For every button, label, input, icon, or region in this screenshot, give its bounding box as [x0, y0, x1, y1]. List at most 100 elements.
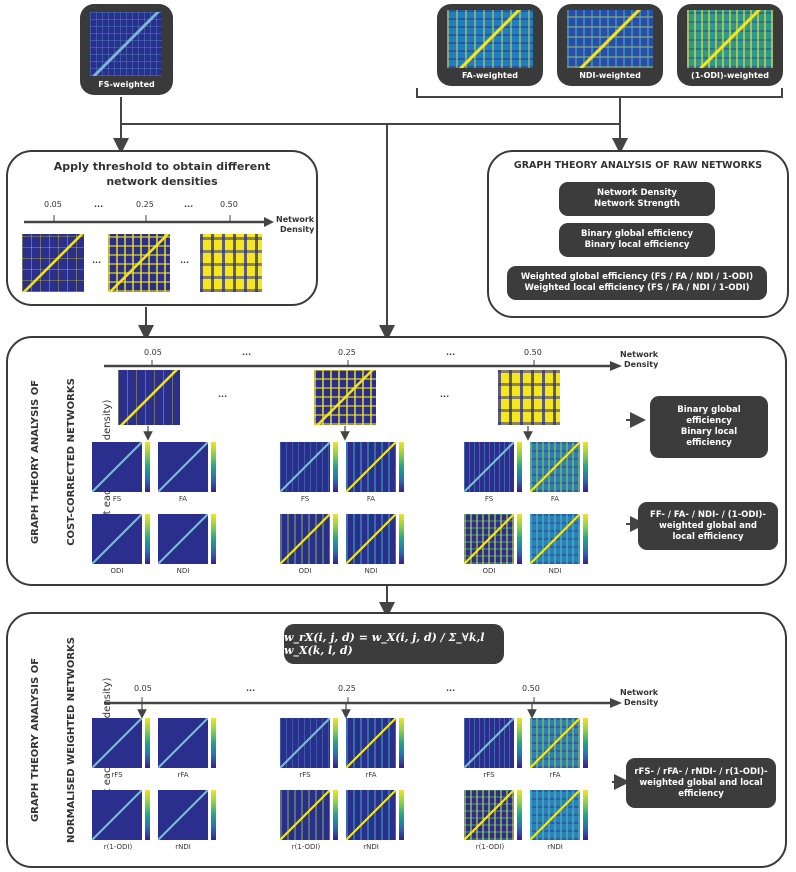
- ndi-weighted-label: NDI-weighted: [579, 71, 641, 80]
- norm-rfs-label-025: rFS: [299, 771, 311, 779]
- norm-rfs-matrix-005: [92, 718, 142, 768]
- cost-fs-matrix-025: [280, 442, 330, 492]
- norm-rndi-colorbar-005: [211, 790, 216, 840]
- cost-ndi-label-050: NDI: [548, 567, 562, 575]
- norm-tick-0: 0.05: [134, 684, 152, 693]
- threshold-title-line1: Apply threshold to obtain different: [53, 160, 271, 173]
- cost-fa-colorbar-025: [399, 442, 404, 492]
- fa-weighted-label: FA-weighted: [461, 71, 518, 80]
- norm-box-line3: efficiency: [678, 788, 724, 799]
- fs-weighted-matrix: [90, 12, 162, 76]
- normalised-panel: GRAPH THEORY ANALYSIS OF NORMALISED WEIG…: [6, 612, 787, 868]
- cost-fs-matrix-005: [92, 442, 142, 492]
- norm-rodi-matrix-025: [280, 790, 330, 840]
- cost-tick-0: 0.05: [144, 348, 162, 357]
- threshold-tick-0: 0.05: [44, 200, 62, 209]
- norm-rfa-matrix-005: [158, 718, 208, 768]
- cost-ndi-label-025: NDI: [364, 567, 378, 575]
- cost-ndi-matrix-005: [158, 514, 208, 564]
- norm-rfs-colorbar-025: [333, 718, 338, 768]
- cost-box2-line3: local efficiency: [672, 531, 744, 542]
- cost-fs-colorbar-025: [333, 442, 338, 492]
- threshold-matrix-005: [22, 234, 84, 292]
- cost-fa-colorbar-005: [211, 442, 216, 492]
- cost-odi-colorbar-050: [517, 514, 522, 564]
- norm-rodi-matrix-005: [92, 790, 142, 840]
- cost-box-binary-efficiency: Binary global efficiency Binary local ef…: [650, 396, 768, 458]
- odi-weighted-matrix: [687, 10, 773, 68]
- cost-fa-matrix-050: [530, 442, 580, 492]
- norm-rndi-matrix-025: [346, 790, 396, 840]
- cost-box1-line2: efficiency: [686, 416, 732, 426]
- threshold-tick-2: 0.50: [220, 200, 238, 209]
- cost-odi-label-050: ODI: [482, 567, 496, 575]
- norm-rfa-colorbar-005: [211, 718, 216, 768]
- threshold-title-line2: network densities: [106, 175, 218, 188]
- norm-rfa-label-050: rFA: [549, 771, 561, 779]
- cost-ndi-colorbar-025: [399, 514, 404, 564]
- cost-fa-matrix-005: [158, 442, 208, 492]
- cost-fs-colorbar-050: [517, 442, 522, 492]
- cost-dots-1: ...: [446, 348, 456, 357]
- norm-axis-label-line1: Network: [620, 688, 659, 697]
- cost-odi-colorbar-005: [145, 514, 150, 564]
- norm-rfa-colorbar-025: [399, 718, 404, 768]
- cost-odi-label-005: ODI: [110, 567, 124, 575]
- cost-ndi-matrix-025: [346, 514, 396, 564]
- norm-rndi-colorbar-050: [583, 790, 588, 840]
- norm-rodi-colorbar-050: [517, 790, 522, 840]
- norm-box-line1: rFS- / rFA- / rNDI- / r(1-ODI)-: [634, 766, 768, 777]
- cost-box2-line1: FF- / FA- / NDI- / (1-ODI)-: [650, 509, 766, 520]
- cost-threshold-matrix-005: [118, 370, 180, 425]
- fs-weighted-tile: FS-weighted: [80, 4, 173, 95]
- norm-rndi-label-050: rNDI: [547, 843, 563, 851]
- threshold-panel: Apply threshold to obtain different netw…: [6, 150, 318, 306]
- raw-box2-line2: Binary local efficiency: [584, 240, 690, 250]
- cost-odi-label-025: ODI: [298, 567, 312, 575]
- norm-rndi-matrix-050: [530, 790, 580, 840]
- cost-tick-1: 0.25: [338, 348, 356, 357]
- cost-fs-label-050: FS: [484, 495, 494, 503]
- raw-box-binary-efficiency: Binary global efficiency Binary local ef…: [559, 223, 715, 257]
- norm-box-weighted-efficiency: rFS- / rFA- / rNDI- / r(1-ODI)- weighted…: [626, 758, 776, 808]
- norm-rodi-label-025: r(1-ODI): [291, 843, 321, 851]
- norm-rfs-colorbar-005: [145, 718, 150, 768]
- norm-axis: [104, 697, 622, 708]
- norm-tick-1: 0.25: [338, 684, 356, 693]
- norm-rndi-matrix-005: [158, 790, 208, 840]
- cost-fa-label-025: FA: [366, 495, 376, 503]
- fs-weighted-label: FS-weighted: [98, 80, 155, 89]
- cost-dots-0: ...: [242, 348, 252, 357]
- odi-weighted-label: (1-ODI)-weighted: [691, 71, 769, 80]
- cost-axis: [104, 360, 622, 371]
- cost-threshold-matrix-050: [498, 370, 560, 425]
- threshold-matrix-050: [200, 234, 262, 292]
- cost-fa-label-050: FA: [550, 495, 560, 503]
- norm-rndi-colorbar-025: [399, 790, 404, 840]
- cost-tick-2: 0.50: [524, 348, 542, 357]
- cost-corrected-panel: GRAPH THEORY ANALYSIS OF COST-CORRECTED …: [6, 336, 787, 586]
- raw-networks-panel: GRAPH THEORY ANALYSIS OF RAW NETWORKS Ne…: [487, 150, 789, 318]
- norm-rodi-matrix-050: [464, 790, 514, 840]
- norm-dots-1: ...: [446, 684, 456, 693]
- threshold-axis: [24, 215, 274, 227]
- norm-rfa-label-025: rFA: [365, 771, 377, 779]
- raw-box2-line1: Binary global efficiency: [581, 229, 693, 239]
- cost-box1-line1: Binary global: [677, 405, 741, 415]
- norm-rfs-label-050: rFS: [483, 771, 495, 779]
- ndi-weighted-tile: NDI-weighted: [557, 4, 663, 86]
- cost-dots-2: ...: [218, 390, 228, 399]
- norm-rodi-label-050: r(1-ODI): [475, 843, 505, 851]
- cost-fa-label-005: FA: [178, 495, 188, 503]
- cost-axis-label-line2: Density: [624, 360, 659, 369]
- norm-tick-2: 0.50: [522, 684, 540, 693]
- threshold-axis-label-line2: Density: [280, 225, 315, 234]
- raw-box3-line1: Weighted global efficiency (FS / FA / ND…: [520, 272, 754, 282]
- cost-fs-matrix-050: [464, 442, 514, 492]
- cost-box2-line2: weighted global and: [659, 520, 757, 531]
- threshold-axis-label-line1: Network: [276, 215, 315, 224]
- cost-fs-label-005: FS: [112, 495, 122, 503]
- cost-small-arrows: [143, 412, 646, 532]
- cost-fs-label-025: FS: [300, 495, 310, 503]
- cost-odi-matrix-005: [92, 514, 142, 564]
